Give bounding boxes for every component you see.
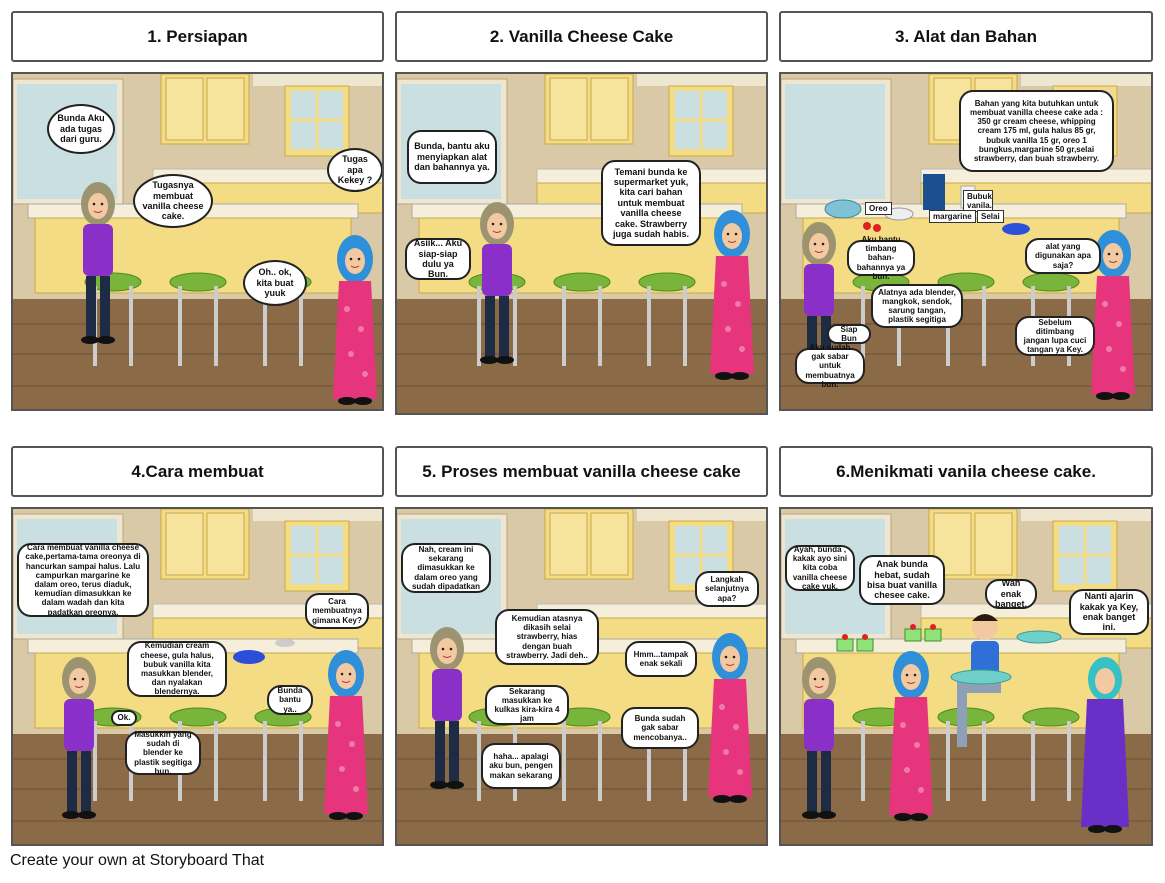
panel-5-bubble-4: Hmm...tampak enak sekali <box>625 641 697 677</box>
panel-6-bubble-2: Anak bunda hebat, sudah bisa buat vanill… <box>859 555 945 605</box>
panel-3-bubble-6: Aku sudah gak sabar untuk membuatnya bun… <box>795 343 865 389</box>
panel-3-bubble-4: Alatnya ada blender, mangkok, sendok, sa… <box>871 284 963 328</box>
panel-4: Cara membuat vanilla cheese cake,pertama… <box>11 507 384 846</box>
panel-5-bubble-2: Langkah selanjutnya apa? <box>695 571 759 607</box>
panel-5-bubble-3: Kemudian atasnya dikasih selai strawberr… <box>495 609 599 665</box>
panel-2-bubble-1: Bunda, bantu aku menyiapkan alat dan bah… <box>407 130 497 184</box>
panel-3-label-oreo: Oreo <box>865 202 892 215</box>
storyboard-footer[interactable]: Create your own at Storyboard That <box>10 852 265 869</box>
panel-3-label-selai: Selai <box>977 210 1004 223</box>
panel-2-bubble-2: Temani bunda ke supermarket yuk, kita ca… <box>601 160 701 246</box>
panel-2: Bunda, bantu aku menyiapkan alat dan bah… <box>395 72 768 415</box>
panel-1-bubble-1: Bunda Aku ada tugas dari guru. <box>47 104 115 154</box>
panel-3-bubble-1: Bahan yang kita butuhkan untuk membuat v… <box>959 90 1114 172</box>
panel-6-title: 6.Menikmati vanila cheese cake. <box>779 446 1153 497</box>
panel-3-bubble-5: Siap Bun <box>827 324 871 344</box>
panel-6: Ayah, bunda , kakak ayo sini kita coba v… <box>779 507 1153 846</box>
panel-6-bubble-4: Nanti ajarin kakak ya Key, enak banget i… <box>1069 589 1149 635</box>
panel-4-bubble-1: Cara membuat vanilla cheese cake,pertama… <box>17 543 149 617</box>
panel-1-bubble-3: Tugas apa Kekey ? <box>327 148 382 192</box>
panel-4-title: 4.Cara membuat <box>11 446 384 497</box>
panel-3-label-vanilla: Bubuk vanila. <box>963 190 993 212</box>
panel-4-bubble-2: Cara membuatnya gimana Key? <box>305 593 369 629</box>
panel-3: Bahan yang kita butuhkan untuk membuat v… <box>779 72 1153 411</box>
panel-5-title: 5. Proses membuat vanilla cheese cake <box>395 446 768 497</box>
panel-4-bubble-6: Masukkin yang sudah di blender ke plasti… <box>125 730 201 776</box>
panel-3-bubble-3: alat yang digunakan apa saja? <box>1025 238 1101 274</box>
panel-1-title: 1. Persiapan <box>11 11 384 62</box>
panel-5-bubble-7: haha... apalagi aku bun, pengen makan se… <box>481 743 561 789</box>
panel-3-bubble-2: Aku bantu timbang bahan-bahannya ya bun. <box>847 235 915 281</box>
panel-6-scene <box>781 509 1151 844</box>
panel-4-scene <box>13 509 382 844</box>
panel-4-bubble-3: Kemudian cream cheese, gula halus, bubuk… <box>127 641 227 697</box>
panel-3-title: 3. Alat dan Bahan <box>779 11 1153 62</box>
panel-3-label-margarine: margarine <box>929 210 976 223</box>
panel-2-title: 2. Vanilla Cheese Cake <box>395 11 768 62</box>
panel-3-bubble-7: Sebelum ditimbang jangan lupa cuci tanga… <box>1015 316 1095 356</box>
panel-5-bubble-6: Bunda sudah gak sabar mencobanya.. <box>621 707 699 749</box>
panel-5-bubble-1: Nah, cream ini sekarang dimasukkan ke da… <box>401 543 491 593</box>
panel-1: Bunda Aku ada tugas dari guru. Tugasnya … <box>11 72 384 411</box>
panel-6-bubble-3: Wah enak banget. <box>985 578 1037 609</box>
panel-1-bubble-2: Tugasnya membuat vanilla cheese cake. <box>133 174 213 228</box>
panel-1-bubble-4: Oh.. ok, kita buat yuuk <box>243 260 307 306</box>
panel-6-bubble-1: Ayah, bunda , kakak ayo sini kita coba v… <box>785 545 855 591</box>
panel-5-bubble-5: Sekarang masukkan ke kulkas kira-kira 4 … <box>485 685 569 725</box>
panel-4-bubble-5: Ok. <box>111 710 137 726</box>
panel-4-bubble-4: Bunda bantu ya.. <box>267 685 313 715</box>
panel-5: Nah, cream ini sekarang dimasukkan ke da… <box>395 507 768 846</box>
panel-2-bubble-3: Asiik... Aku siap-siap dulu ya Bun. <box>405 238 471 280</box>
